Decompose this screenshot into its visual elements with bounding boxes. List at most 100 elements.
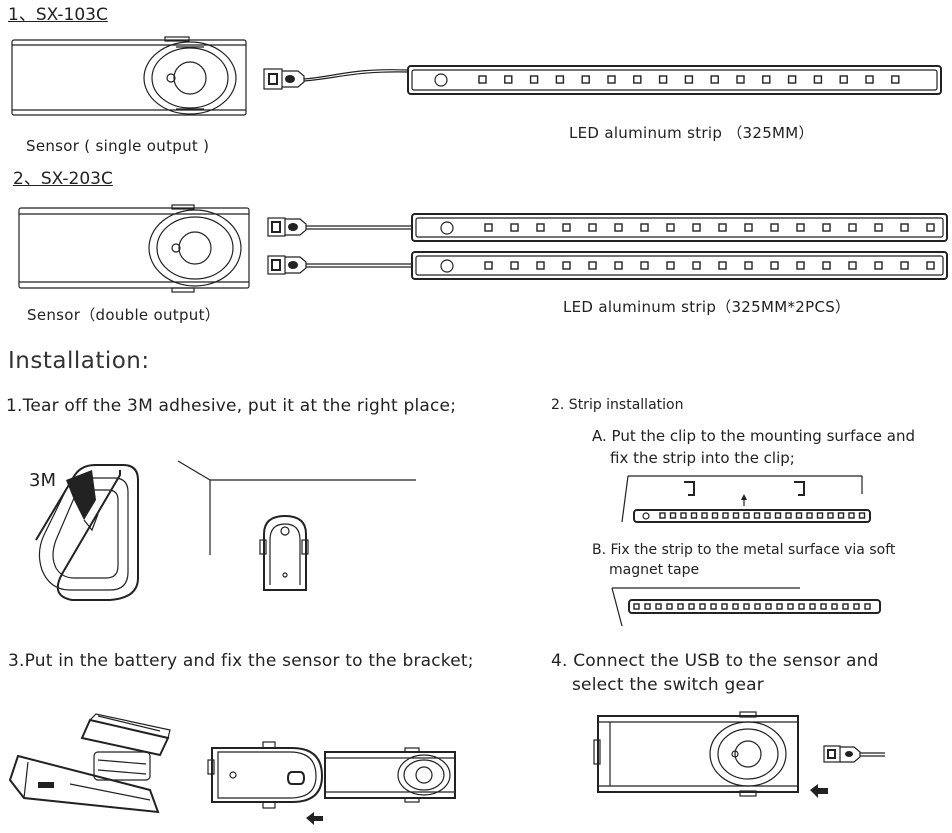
led-chip bbox=[478, 75, 487, 84]
led-chip bbox=[562, 261, 571, 270]
led-chip bbox=[809, 603, 816, 610]
led-chip bbox=[732, 512, 740, 519]
led-chip bbox=[848, 223, 857, 232]
led-chip bbox=[744, 261, 753, 270]
led-chip bbox=[864, 603, 871, 610]
led-chip bbox=[900, 261, 909, 270]
model-1-heading: 1、SX-103C bbox=[8, 5, 108, 25]
led-chip bbox=[688, 603, 695, 610]
led-chip bbox=[484, 223, 493, 232]
led-chip bbox=[666, 223, 675, 232]
led-chip bbox=[753, 512, 761, 519]
led-chip bbox=[848, 261, 857, 270]
led-chip bbox=[562, 223, 571, 232]
led-chip bbox=[874, 261, 883, 270]
led-chip bbox=[692, 261, 701, 270]
led-chip bbox=[848, 512, 855, 519]
led-chip bbox=[926, 223, 935, 232]
led-chip bbox=[820, 603, 827, 610]
led-chip bbox=[666, 261, 675, 270]
led-chip bbox=[787, 75, 797, 84]
step-2b-line1: B. Fix the strip to the metal surface vi… bbox=[592, 542, 896, 558]
led-chip bbox=[764, 512, 771, 519]
led-chip bbox=[710, 603, 717, 610]
led-chip bbox=[504, 75, 513, 84]
led-chip bbox=[721, 603, 728, 610]
led-chip bbox=[529, 75, 539, 84]
led-chip bbox=[614, 261, 623, 270]
led-chip bbox=[640, 261, 649, 270]
led-chip bbox=[776, 603, 783, 610]
model-2-sensor-label: Sensor（double output） bbox=[27, 306, 221, 324]
led-chip bbox=[743, 512, 750, 519]
led-chip bbox=[865, 75, 874, 84]
led-chip bbox=[798, 603, 805, 610]
led-chip bbox=[891, 75, 900, 84]
led-chip bbox=[677, 603, 684, 610]
step-2a-line1: A. Put the clip to the mounting surface … bbox=[592, 427, 916, 445]
led-chip bbox=[831, 603, 838, 610]
model-2-heading: 2、SX-203C bbox=[13, 169, 113, 189]
led-chip bbox=[718, 261, 727, 270]
led-chip bbox=[607, 75, 616, 84]
led-chip bbox=[555, 75, 565, 84]
led-chip bbox=[874, 223, 883, 232]
led-chip bbox=[510, 223, 519, 232]
led-chip bbox=[633, 603, 640, 610]
led-chip bbox=[765, 603, 772, 610]
led-chip bbox=[806, 512, 813, 519]
step-2b-line2: magnet tape bbox=[609, 562, 700, 578]
led-chip bbox=[701, 512, 708, 519]
led-chip bbox=[722, 512, 729, 519]
installation-title: Installation: bbox=[8, 348, 150, 374]
led-chip bbox=[640, 223, 649, 232]
model-2-strip-label: LED aluminum strip（325MM*2PCS） bbox=[563, 298, 851, 316]
led-chip bbox=[839, 75, 848, 84]
model-1-sensor-label: Sensor ( single output ) bbox=[26, 137, 210, 155]
led-chip bbox=[770, 261, 779, 270]
led-chip bbox=[842, 603, 849, 610]
step-2-title: 2. Strip installation bbox=[551, 397, 684, 413]
led-chip bbox=[744, 223, 753, 232]
led-chip bbox=[666, 603, 673, 610]
led-chip bbox=[588, 223, 597, 232]
led-chip bbox=[484, 261, 493, 270]
led-chip bbox=[816, 512, 824, 519]
led-chip bbox=[795, 512, 803, 519]
led-chip bbox=[785, 512, 792, 519]
led-chip bbox=[614, 223, 623, 232]
led-chip bbox=[692, 223, 701, 232]
step-4-line2: select the switch gear bbox=[572, 675, 764, 695]
led-chip bbox=[732, 603, 739, 610]
led-chip bbox=[827, 512, 834, 519]
led-chip bbox=[900, 223, 909, 232]
led-chip bbox=[633, 75, 642, 84]
led-chip bbox=[754, 603, 761, 610]
led-chip bbox=[762, 75, 771, 84]
led-chip bbox=[711, 512, 719, 519]
led-chip bbox=[699, 603, 706, 610]
led-chip bbox=[690, 512, 698, 519]
led-chip bbox=[536, 261, 545, 270]
led-chip bbox=[710, 75, 719, 84]
led-chip bbox=[796, 223, 805, 232]
model-1-strip-label: LED aluminum strip （325MM） bbox=[569, 124, 814, 142]
led-chip bbox=[659, 512, 666, 519]
step-2a-line2: fix the strip into the clip; bbox=[610, 449, 795, 467]
led-chip bbox=[536, 223, 545, 232]
led-chip bbox=[736, 75, 745, 84]
led-chip bbox=[510, 261, 519, 270]
led-chip bbox=[680, 512, 687, 519]
led-chip bbox=[787, 603, 794, 610]
led-chip bbox=[743, 603, 750, 610]
